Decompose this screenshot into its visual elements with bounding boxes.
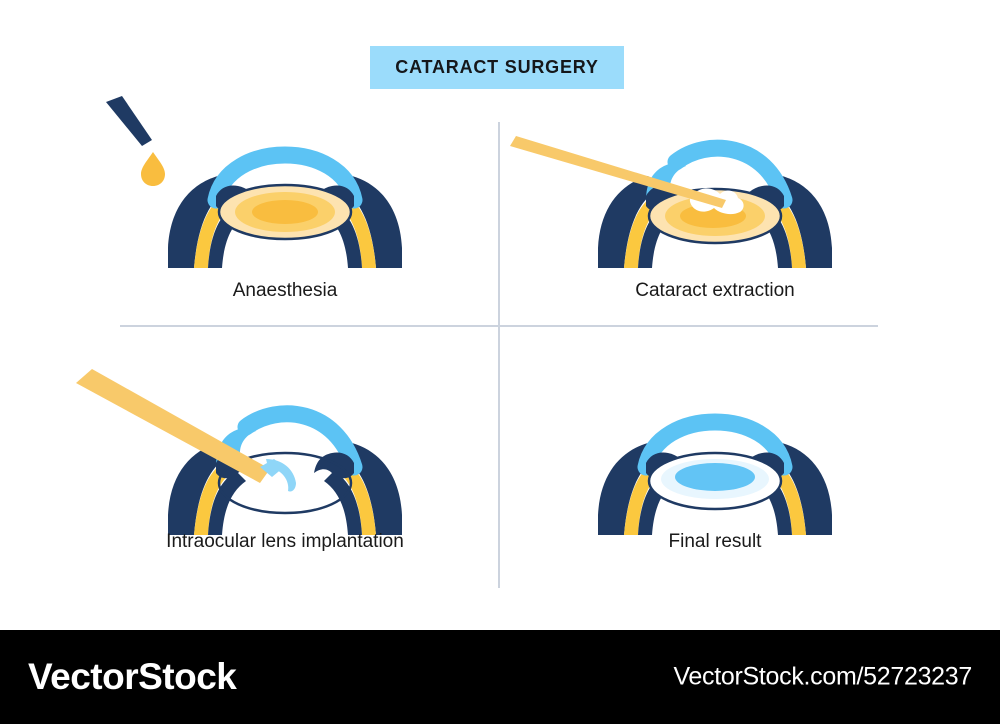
choroid-left [208,471,246,535]
iol-injector-barrel [76,369,270,483]
panel-caption: Anaesthesia [232,280,338,301]
panel-caption: Final result [668,531,762,552]
panel-anaesthesia: Anaesthesia [70,88,500,318]
eye-diagram-final [598,413,832,535]
page-title-banner: CATARACT SURGERY [370,46,624,89]
panel-cataract-extraction: Cataract extraction [500,88,930,318]
choroid-right [324,471,362,535]
vertical-divider [498,122,500,588]
cornea-arc-main [667,139,793,209]
dropper-tip-icon [106,96,152,146]
eye-diagram-anaesthesia [106,96,402,268]
panel-iol-implantation: Intraocular lens implantation [70,355,500,585]
cornea-arc [637,413,793,476]
vectorstock-logo: VectorStock [28,656,237,697]
panel-caption: Intraocular lens implantation [166,531,404,552]
vectorstock-url: VectorStock.com/52723237 [673,662,972,691]
sclera-left [598,176,660,268]
anaesthetic-droplet-icon [141,152,165,186]
eye-diagram-extraction [510,136,832,268]
infographic-canvas: CATARACT SURGERY [70,46,930,588]
cataract-lens-core [252,200,318,224]
page-title: CATARACT SURGERY [395,57,599,77]
sclera-left [168,443,230,535]
watermark-footer: VectorStock VectorStock.com/52723237 [0,630,1000,724]
panel-final-result: Final result [500,355,930,585]
phaco-probe-icon [510,136,726,208]
eye-diagram-implantation [76,369,402,535]
cornea-arc [207,146,363,209]
iol-injector-tip [260,459,284,477]
panel-caption: Cataract extraction [635,280,795,301]
cornea-arc-main [237,405,363,476]
intraocular-lens-optic [675,463,755,491]
empty-capsular-bag [217,451,353,515]
